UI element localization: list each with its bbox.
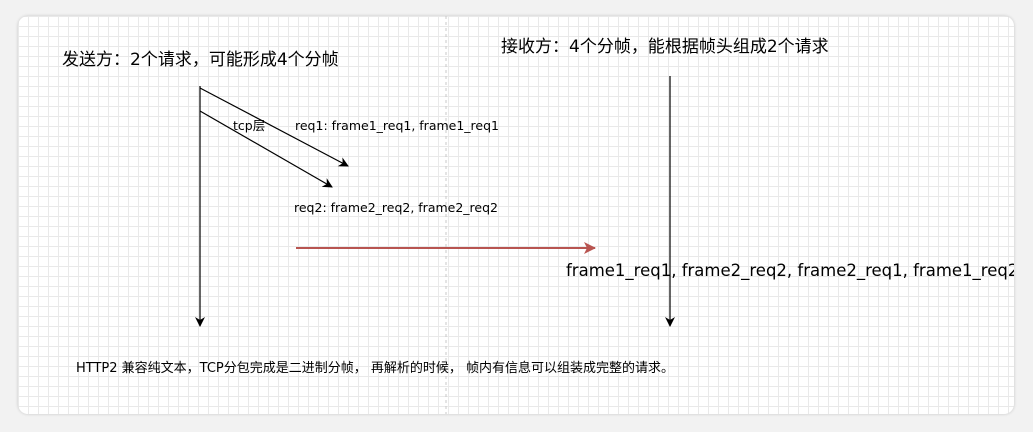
tcp-layer-label: tcp层: [233, 118, 266, 133]
received-frames-label: frame1_req1, frame2_req2, frame2_req1, f…: [566, 261, 1014, 280]
diagram-canvas: 发送方：2个请求，可能形成4个分帧 接收方：4个分帧，能根据帧头组成2个请求 t…: [18, 16, 1014, 414]
sender-title: 发送方：2个请求，可能形成4个分帧: [62, 50, 339, 70]
req1-arrow: [199, 87, 349, 167]
receiver-title: 接收方：4个分帧，能根据帧头组成2个请求: [501, 37, 829, 57]
diagram-lines: [195, 16, 675, 414]
footer-note: HTTP2 兼容纯文本，TCP分包完成是二进制分帧， 再解析的时候， 帧内有信息…: [76, 361, 675, 376]
req2-arrow: [199, 110, 333, 188]
req2-label: req2: frame2_req2, frame2_req2: [294, 200, 498, 215]
req1-label: req1: frame1_req1, frame1_req1: [295, 118, 499, 133]
